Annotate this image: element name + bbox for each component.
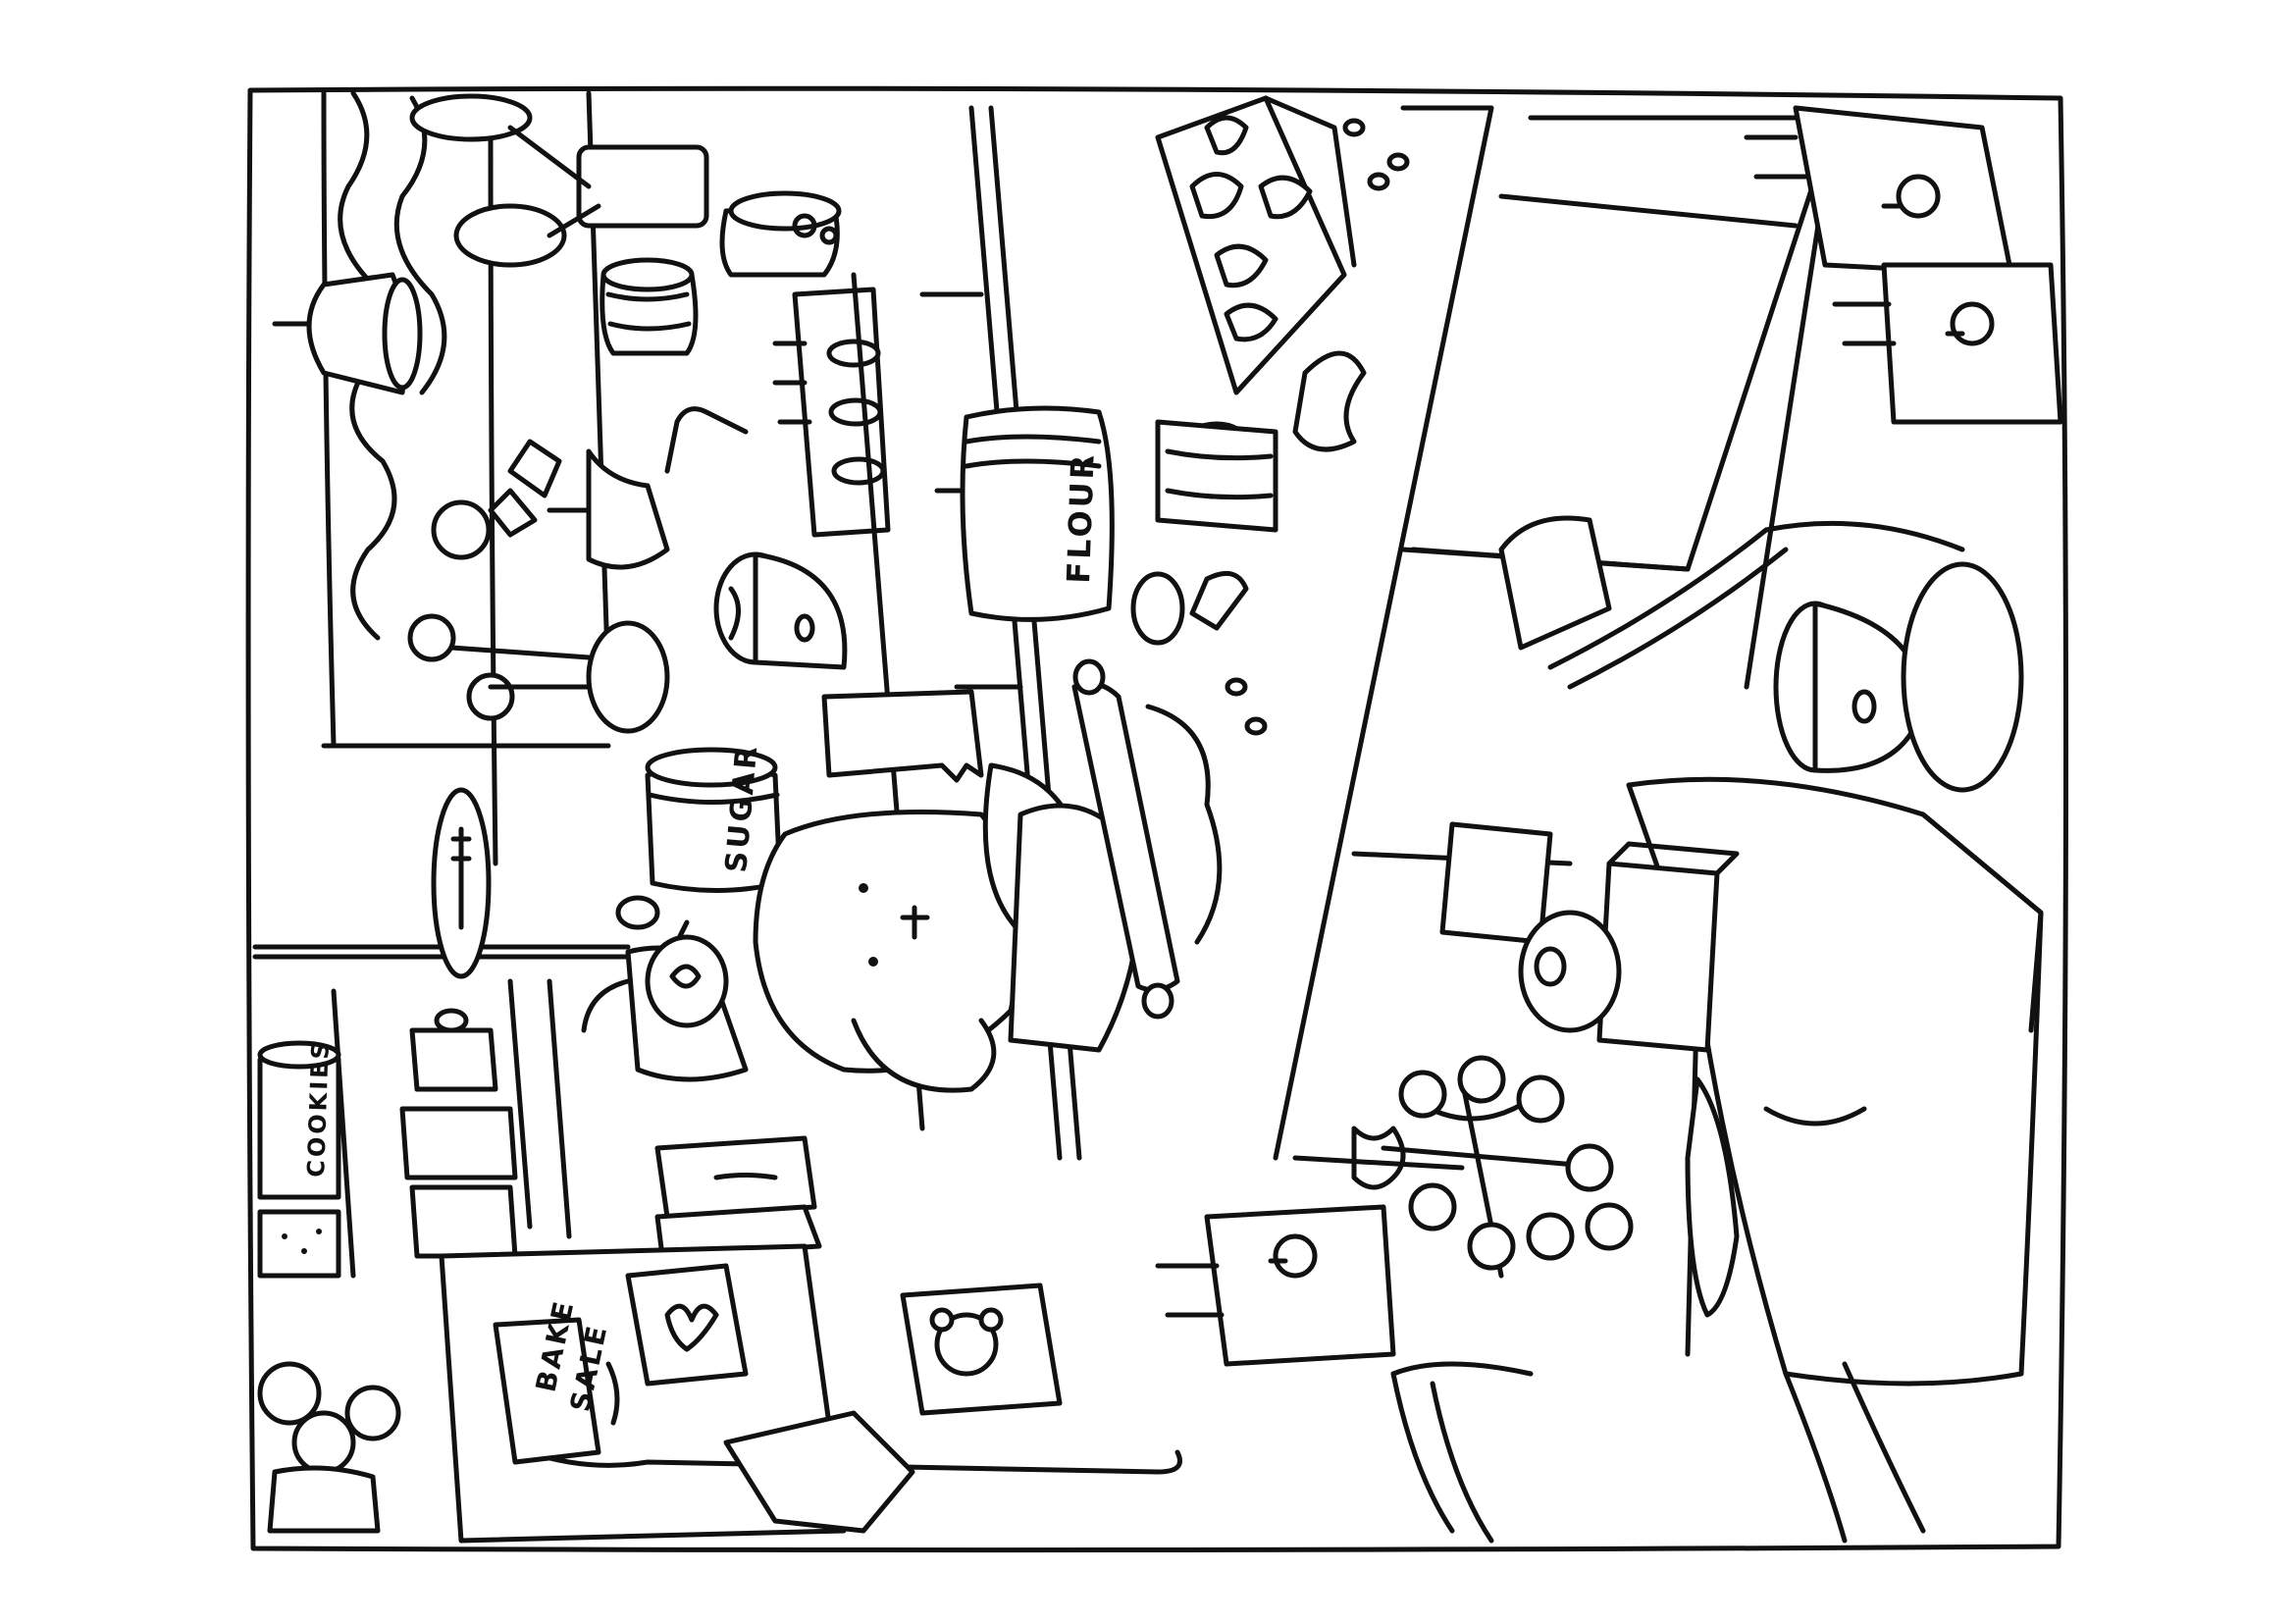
rabbit-baker <box>753 762 1143 1093</box>
mixing-bowl <box>713 551 848 670</box>
apple-bag <box>1155 1204 1396 1367</box>
page-frame <box>245 85 2069 1553</box>
hanging-towel <box>723 1410 915 1534</box>
jar-near-flour <box>1130 419 1278 646</box>
fridge-handle <box>527 1449 1182 1475</box>
flour-label: FLOUR <box>1060 451 1102 584</box>
cookie-tray <box>1155 95 1357 395</box>
glass-jars <box>600 190 842 356</box>
flour-bag: FLOUR <box>960 405 1115 622</box>
recipe-box <box>1439 821 1740 1053</box>
dish-towel <box>821 689 984 783</box>
corner-plant <box>257 1361 401 1534</box>
cookies-label: COOKIES <box>302 1039 335 1179</box>
sugar-canister: SUGAR <box>645 742 783 893</box>
piping-bag <box>1685 1076 1740 1318</box>
table <box>1626 776 2044 1387</box>
cookie-dough <box>1145 704 1223 945</box>
utensil-jar <box>409 93 709 268</box>
cookies-jar: COOKIES <box>257 1039 341 1279</box>
books <box>654 1135 822 1259</box>
cake-bowl <box>1773 561 2024 793</box>
shopping-bags <box>1744 105 2063 425</box>
chocolate-chips <box>1225 118 1410 736</box>
desk-lamp <box>1498 515 1965 690</box>
hanging-lamp <box>272 272 423 395</box>
cupcake-stand <box>1351 1055 1634 1279</box>
shelf-cups <box>399 1008 518 1259</box>
chair <box>1390 1361 1926 1544</box>
back-shelf <box>321 90 611 866</box>
potted-flowers <box>407 439 670 734</box>
teapot <box>581 895 749 1082</box>
faucet <box>664 406 749 474</box>
rolling-pin <box>1071 658 1180 1020</box>
table-teapot <box>1518 910 1622 1033</box>
left-wall-shelf <box>252 787 631 1279</box>
flour-spill <box>1292 350 1367 452</box>
